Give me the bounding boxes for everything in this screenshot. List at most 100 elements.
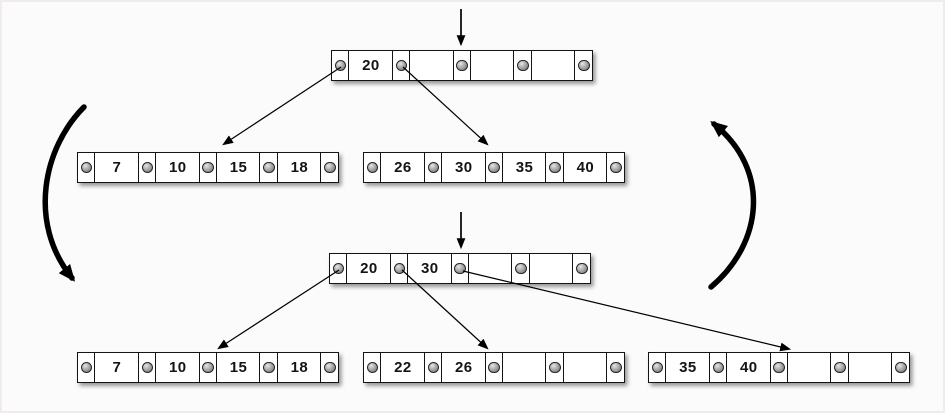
pointer-cell xyxy=(484,152,504,183)
key-cell: 40 xyxy=(726,352,772,383)
pointer-cell xyxy=(648,352,667,383)
key-cell: 26 xyxy=(441,352,487,383)
pointer-dot-icon xyxy=(80,361,93,374)
key-cell: 35 xyxy=(502,152,548,183)
pointer-dot-icon xyxy=(202,161,214,174)
key-cell: 18 xyxy=(276,352,322,383)
pointer-cell xyxy=(606,352,626,383)
pointer-dot-icon xyxy=(366,161,379,174)
key-cell xyxy=(470,50,516,81)
node-after-leaf-middle: 22 26 xyxy=(363,352,626,383)
pointer-dot-icon xyxy=(393,262,406,275)
key-cell: 15 xyxy=(216,152,262,183)
pointer-dot-icon xyxy=(712,361,725,374)
key-cell: 18 xyxy=(276,152,322,183)
key-cell xyxy=(562,352,608,383)
key-cell: 20 xyxy=(346,253,392,284)
pointer-cell xyxy=(769,352,789,383)
cycle-arrow-left-down xyxy=(42,104,87,282)
edge-after-root-to-left-leaf xyxy=(217,269,340,350)
key-cell xyxy=(502,352,548,383)
pointer-cell xyxy=(574,50,594,81)
key-cell xyxy=(530,50,576,81)
key-cell: 10 xyxy=(155,152,201,183)
pointer-cell xyxy=(830,352,850,383)
pointer-cell xyxy=(363,152,382,183)
pointer-dot-icon xyxy=(141,361,154,374)
key-cell: 7 xyxy=(94,352,140,383)
pointer-dot-icon xyxy=(80,161,93,174)
pointer-dot-icon xyxy=(324,361,336,374)
pointer-dot-icon xyxy=(895,361,907,374)
pointer-cell xyxy=(450,253,470,284)
pointer-dot-icon xyxy=(549,161,561,174)
key-cell: 30 xyxy=(407,253,453,284)
pointer-dot-icon xyxy=(517,59,529,72)
pointer-dot-icon xyxy=(454,262,466,275)
pointer-cell xyxy=(423,352,443,383)
pointer-dot-icon xyxy=(488,361,500,374)
pointer-cell xyxy=(259,352,279,383)
key-cell: 30 xyxy=(441,152,487,183)
key-cell: 15 xyxy=(216,352,262,383)
pointer-dot-icon xyxy=(488,161,500,174)
pointer-dot-icon xyxy=(366,361,379,374)
pointer-dot-icon xyxy=(578,59,590,72)
pointer-dot-icon xyxy=(549,361,561,374)
pointer-dot-icon xyxy=(651,361,664,374)
key-cell xyxy=(847,352,893,383)
pointer-cell xyxy=(391,50,411,81)
pointer-cell xyxy=(77,152,96,183)
pointer-dot-icon xyxy=(263,161,275,174)
pointer-cell xyxy=(259,152,279,183)
pointer-dot-icon xyxy=(332,262,345,275)
pointer-cell xyxy=(545,152,565,183)
key-cell: 10 xyxy=(155,352,201,383)
pointer-cell xyxy=(137,352,157,383)
pointer-cell xyxy=(363,352,382,383)
node-before-leaf-left: 7 10 15 18 xyxy=(77,152,340,183)
pointer-cell xyxy=(77,352,96,383)
pointer-dot-icon xyxy=(610,161,622,174)
key-cell: 20 xyxy=(348,50,394,81)
key-cell: 26 xyxy=(380,152,426,183)
pointer-cell xyxy=(452,50,472,81)
pointer-cell xyxy=(423,152,443,183)
pointer-cell xyxy=(198,152,218,183)
pointer-cell xyxy=(331,50,350,81)
pointer-cell xyxy=(329,253,348,284)
pointer-dot-icon xyxy=(395,59,408,72)
pointer-dot-icon xyxy=(141,161,154,174)
pointer-dot-icon xyxy=(834,361,846,374)
pointer-cell xyxy=(708,352,728,383)
key-cell: 40 xyxy=(562,152,608,183)
pointer-cell xyxy=(320,152,340,183)
key-cell xyxy=(787,352,833,383)
pointer-cell xyxy=(511,253,531,284)
pointer-cell xyxy=(484,352,504,383)
pointer-cell xyxy=(137,152,157,183)
pointer-cell xyxy=(389,253,409,284)
pointer-dot-icon xyxy=(427,161,440,174)
pointer-dot-icon xyxy=(773,361,785,374)
pointer-cell xyxy=(606,152,626,183)
key-cell xyxy=(468,253,514,284)
key-cell xyxy=(409,50,455,81)
pointer-cell xyxy=(545,352,565,383)
node-before-leaf-right: 26 30 35 40 xyxy=(363,152,626,183)
pointer-dot-icon xyxy=(334,59,347,72)
pointer-dot-icon xyxy=(427,361,440,374)
key-cell xyxy=(528,253,574,284)
key-cell: 22 xyxy=(380,352,426,383)
pointer-dot-icon xyxy=(515,262,527,275)
edge-before-root-to-left-leaf xyxy=(222,66,342,146)
node-after-leaf-left: 7 10 15 18 xyxy=(77,352,340,383)
pointer-cell xyxy=(572,253,592,284)
pointer-dot-icon xyxy=(263,361,275,374)
pointer-dot-icon xyxy=(456,59,468,72)
key-cell: 7 xyxy=(94,152,140,183)
pointer-dot-icon xyxy=(610,361,622,374)
